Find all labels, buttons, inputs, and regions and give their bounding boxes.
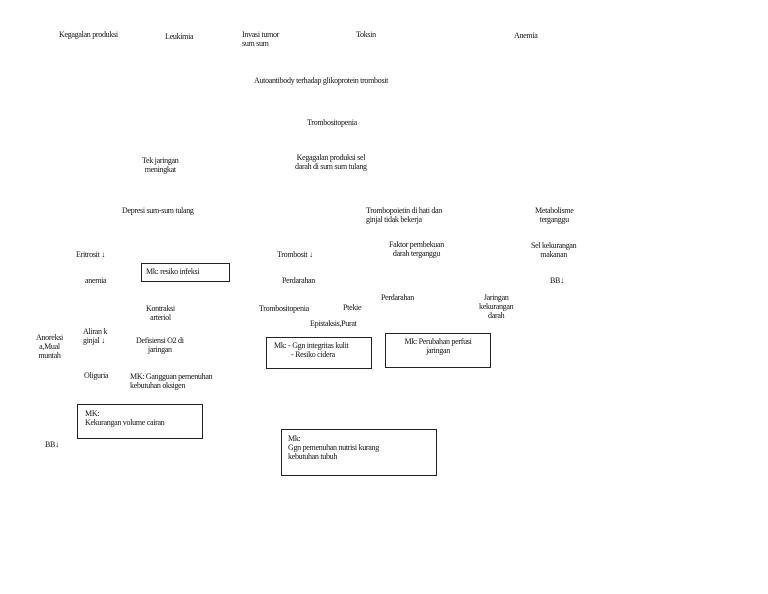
kontraksi-node: Kontraksi arteriol (146, 304, 175, 322)
kegagalan-sel-line1: Kegagalan produksi sel (296, 153, 366, 162)
sel-kekurangan-node: Sel kekurangan makanan (531, 241, 577, 259)
trombositopenia-2-node: Trombositopenia (259, 304, 309, 313)
jaringan-kurang-node: Jaringan kekurangan darah (479, 293, 514, 320)
aliran-line2: ginjal ↓ (83, 336, 105, 345)
sel-kekurangan-line1: Sel kekurangan (531, 241, 577, 250)
cause-anemia: Anemia (514, 31, 538, 40)
epistaksis-node: Epistaksis,Purat (310, 319, 357, 328)
bb-left-node: BB↓ (45, 440, 59, 449)
mk-nutrisi-box: Mk: Ggn pemenuhan nutrisi kurang kebutuh… (281, 429, 437, 476)
aliran-node: Aliran k ginjal ↓ (83, 327, 107, 345)
anoreksia-line1: Anoreksi (36, 333, 63, 342)
tek-jaringan-line1: Tek jaringan (142, 156, 179, 165)
metabolisme-line1: Metabolisme (535, 206, 574, 215)
autoantibody-node: Autoantibody terhadap glikoprotein tromb… (254, 76, 389, 85)
mk-nutrisi-line1: Mk: (288, 434, 301, 443)
tek-jaringan-line2: meningkat (144, 165, 176, 174)
faktor-pembekuan-node: Faktor pembekuan darah terganggu (389, 240, 444, 258)
trombositopenia-main: Trombositopenia (307, 118, 357, 127)
faktor-pembekuan-line2: darah terganggu (392, 249, 441, 258)
trombopoietin-node: Trombopoietin di hati dan ginjal tidak b… (366, 206, 442, 224)
ptekie-node: Ptekie (343, 303, 362, 312)
aliran-line1: Aliran k (83, 327, 108, 336)
mk-integritas-line1: Mk: - Ggn integritas kulit (274, 341, 349, 350)
anoreksia-node: Anoreksi a,Mual muntah (36, 333, 63, 360)
kegagalan-sel-node: Kegagalan produksi sel darah di sum sum … (295, 153, 367, 171)
trombosit-node: Trombosit ↓ (277, 250, 313, 259)
anemia-left-node: anemia (85, 276, 107, 285)
mk-cairan-box: MK: Kekurangan volume cairan (77, 404, 203, 439)
metabolisme-node: Metabolisme terganggu (535, 206, 574, 224)
mk-integritas-box: Mk: - Ggn integritas kulit - Resiko cide… (266, 337, 372, 369)
kontraksi-line2: arteriol (150, 313, 171, 322)
anoreksia-line2: a,Mual (39, 342, 60, 351)
cause-invasi-line1: Invasi tumor (242, 30, 280, 39)
sel-kekurangan-line2: makanan (540, 250, 568, 259)
cause-toksin: Toksin (356, 30, 376, 39)
mk-integritas-line2: - Resiko cidera (291, 350, 335, 359)
jaringan-kurang-line3: darah (488, 311, 505, 320)
kegagalan-sel-line2: darah di sum sum tulang (295, 162, 367, 171)
mk-oksigen-line1: MK: Gangguan pemenuhan (130, 372, 213, 381)
mk-perfusi-line2: jaringan (426, 346, 450, 355)
mk-perfusi-line1: Mk: Perubahan perfusi (404, 337, 472, 346)
mk-resiko-infeksi-text: Mk: resiko infeksi (146, 267, 200, 276)
perdarahan-right-node: Perdarahan (381, 293, 414, 302)
mk-perfusi-box: Mk: Perubahan perfusi jaringan (385, 333, 491, 368)
cause-invasi-line2: sum sum (242, 39, 269, 48)
cause-invasi-tumor: Invasi tumor sum sum (242, 30, 279, 48)
cause-kegagalan-produksi: Kegagalan produksi (59, 30, 118, 39)
jaringan-kurang-line1: Jaringan (483, 293, 509, 302)
faktor-pembekuan-line1: Faktor pembekuan (389, 240, 444, 249)
mk-cairan-line1: MK: (85, 409, 100, 418)
trombopoietin-line2: ginjal tidak bekerja (366, 215, 422, 224)
defisiensi-line2: jaringan (147, 345, 172, 354)
mk-oksigen-node: MK: Gangguan pemenuhan kebutuhan oksigen (130, 372, 213, 390)
perdarahan-mid-node: Perdarahan (282, 276, 315, 285)
metabolisme-line2: terganggu (539, 215, 569, 224)
cause-leukimia: Leukimia (165, 32, 194, 41)
tek-jaringan-node: Tek jaringan meningkat (142, 156, 179, 174)
mk-cairan-line2: Kekurangan volume cairan (85, 418, 165, 427)
trombopoietin-line1: Trombopoietin di hati dan (366, 206, 442, 215)
defisiensi-node: Defisiensi O2 di jaringan (136, 336, 184, 354)
eritrosit-node: Eritrosit ↓ (76, 250, 105, 259)
bb-right-node: BB↓ (550, 276, 564, 285)
mk-oksigen-line2: kebutuhan oksigen (130, 381, 186, 390)
kontraksi-line1: Kontraksi (146, 304, 175, 313)
depresi-node: Depresi sum-sum tulang (122, 206, 194, 215)
oliguria-node: Oliguria (84, 371, 109, 380)
mk-resiko-infeksi-box: Mk: resiko infeksi (141, 263, 230, 282)
mk-nutrisi-line3: kebutuhan tubuh (288, 452, 338, 461)
mk-nutrisi-line2: Ggn pemenuhan nutrisi kurang (288, 443, 379, 452)
jaringan-kurang-line2: kekurangan (479, 302, 514, 311)
anoreksia-line3: muntah (38, 351, 61, 360)
defisiensi-line1: Defisiensi O2 di (136, 336, 184, 345)
